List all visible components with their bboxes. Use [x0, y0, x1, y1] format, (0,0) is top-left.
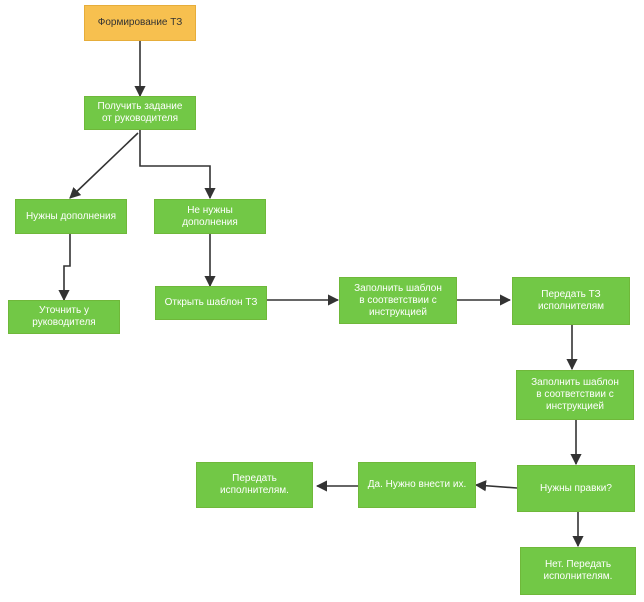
connector-need-additions-to-clarify: [58, 234, 71, 302]
node-clarify-with-manager[interactable]: Уточнить у руководителя: [8, 300, 120, 334]
connector-get-task-to-no-additions: [139, 130, 216, 200]
node-need-additions[interactable]: Нужны дополнения: [15, 199, 127, 234]
node-no-additions[interactable]: Не нужны дополнения: [154, 199, 266, 234]
node-no-pass-to-executors[interactable]: Нет. Передать исполнителям.: [520, 547, 636, 595]
node-start-formation-tz[interactable]: Формирование ТЗ: [84, 5, 196, 41]
node-fill-template-1[interactable]: Заполнить шаблон в соответствии с инстру…: [339, 277, 457, 324]
connector-need-edits-to-yes: [474, 480, 518, 492]
connector-get-task-to-need-additions: [69, 132, 139, 199]
node-need-edits-decision[interactable]: Нужны правки?: [517, 465, 635, 512]
node-fill-template-2[interactable]: Заполнить шаблон в соответствии с инстру…: [516, 370, 634, 420]
node-pass-to-executors-after-edits[interactable]: Передать исполнителям.: [196, 462, 313, 508]
node-get-task[interactable]: Получить задание от руководителя: [84, 96, 196, 130]
node-pass-tz-to-executors[interactable]: Передать ТЗ исполнителям: [512, 277, 630, 325]
node-yes-edits[interactable]: Да. Нужно внести их.: [358, 462, 476, 508]
node-open-template[interactable]: Открыть шаблон ТЗ: [155, 286, 267, 320]
